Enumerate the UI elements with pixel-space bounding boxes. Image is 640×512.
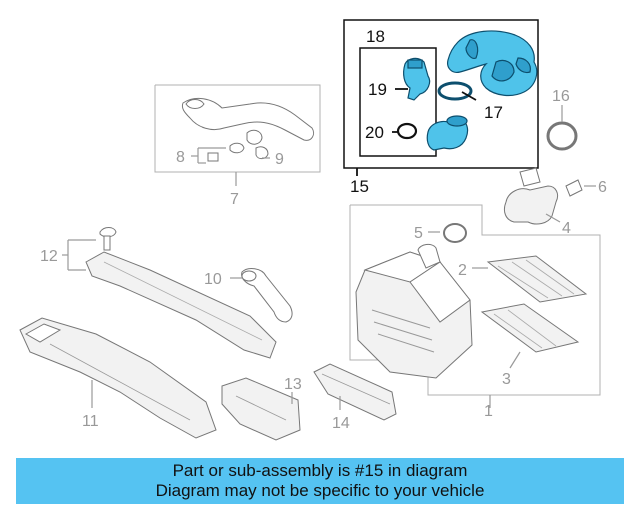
valve-19-cap xyxy=(407,59,423,69)
callout-2: 2 xyxy=(458,262,467,279)
callout-6: 6 xyxy=(598,179,607,196)
elbow-port xyxy=(446,115,468,127)
callout-14: 14 xyxy=(332,415,350,432)
bolt-8-shank xyxy=(207,152,219,162)
bolt-12-shank xyxy=(103,235,111,251)
callout-5: 5 xyxy=(414,225,423,242)
part-group-15: 18 19 20 17 15 xyxy=(343,19,539,196)
hose-outlet xyxy=(515,57,531,74)
o-ring-20 xyxy=(396,122,418,140)
callout-4: 4 xyxy=(562,220,571,237)
duct-14-edge xyxy=(321,373,391,405)
bolt-12 xyxy=(99,227,117,238)
filter-3-pleat-2 xyxy=(507,309,557,347)
filter-element-3 xyxy=(480,303,580,353)
housing-rib-3 xyxy=(377,333,435,353)
seal-5 xyxy=(443,223,467,243)
air-guide-11 xyxy=(19,317,217,439)
callout-7: 7 xyxy=(230,191,239,208)
sensor-connector xyxy=(519,167,541,187)
guide-11-inlet xyxy=(24,323,62,343)
mass-air-sensor-4 xyxy=(503,185,559,225)
callout-11: 11 xyxy=(82,413,99,430)
callout-12: 12 xyxy=(40,248,58,265)
callout-16: 16 xyxy=(552,88,570,105)
callout-10: 10 xyxy=(204,271,222,288)
lead-17 xyxy=(461,91,477,101)
bracket-13 xyxy=(221,377,301,441)
air-duct-12 xyxy=(85,251,277,359)
callout-17: 17 xyxy=(484,103,503,122)
part-4-6: 6 4 xyxy=(503,167,607,237)
part-13: 13 xyxy=(221,376,302,441)
bracket-13-rib xyxy=(235,395,287,421)
hose-10-end xyxy=(241,270,257,282)
bolt-6 xyxy=(565,179,583,197)
callout-15: 15 xyxy=(350,177,369,196)
lead-4 xyxy=(545,213,561,223)
banner-line-2: Diagram may not be specific to your vehi… xyxy=(155,481,485,500)
info-banner: Part or sub-assembly is #15 in diagram D… xyxy=(16,458,624,504)
filter-2-pleat-3 xyxy=(525,259,575,295)
duct-12-edge xyxy=(103,261,263,341)
hose-clamp-17 xyxy=(437,81,473,101)
hose-rib-2 xyxy=(491,59,515,82)
callout-13: 13 xyxy=(284,376,302,393)
part-11: 11 xyxy=(19,317,217,439)
filter-2-pleat-1 xyxy=(497,265,549,299)
housing-rib-2 xyxy=(373,321,433,341)
callout-3: 3 xyxy=(502,371,511,388)
valve-19 xyxy=(403,57,431,101)
filter-2-pleat-2 xyxy=(511,261,563,297)
housing-rib-1 xyxy=(371,309,431,329)
part-10: 10 xyxy=(204,268,293,323)
clamp-16 xyxy=(546,121,578,151)
clip-9 xyxy=(255,146,269,160)
callout-1: 1 xyxy=(484,403,493,420)
intake-duct-7 xyxy=(181,97,315,141)
group-7-frame xyxy=(154,84,321,173)
callout-9: 9 xyxy=(275,151,284,168)
callout-19: 19 xyxy=(368,80,387,99)
part-group-7: 8 9 7 xyxy=(154,84,321,208)
group-18-subframe xyxy=(359,47,437,157)
bolt-8-head xyxy=(229,142,245,154)
callout-8: 8 xyxy=(176,149,185,166)
part-14: 14 xyxy=(313,363,397,432)
part-16: 16 xyxy=(546,88,578,151)
group-15-frame xyxy=(343,19,539,169)
part-group-1: 5 2 3 1 xyxy=(349,204,601,420)
housing-lid-side xyxy=(409,261,471,323)
callout-20: 20 xyxy=(365,123,384,142)
grommet-9-upper xyxy=(246,129,263,145)
callout-18: 18 xyxy=(366,27,385,46)
housing-inlet xyxy=(417,243,441,269)
parts-diagram: 8 9 7 18 19 20 17 15 16 xyxy=(19,19,607,441)
filter-3-pleat-1 xyxy=(493,313,543,349)
lead-3 xyxy=(509,351,521,369)
part-12: 12 xyxy=(40,227,277,359)
duct-14 xyxy=(313,363,397,421)
group-1-frame xyxy=(349,204,601,396)
hose-10 xyxy=(241,268,293,323)
guide-11-rib xyxy=(49,343,191,421)
hose-rib-1 xyxy=(465,39,479,59)
duct-inlet-ring xyxy=(185,99,205,109)
banner-line-1: Part or sub-assembly is #15 in diagram xyxy=(172,461,468,480)
